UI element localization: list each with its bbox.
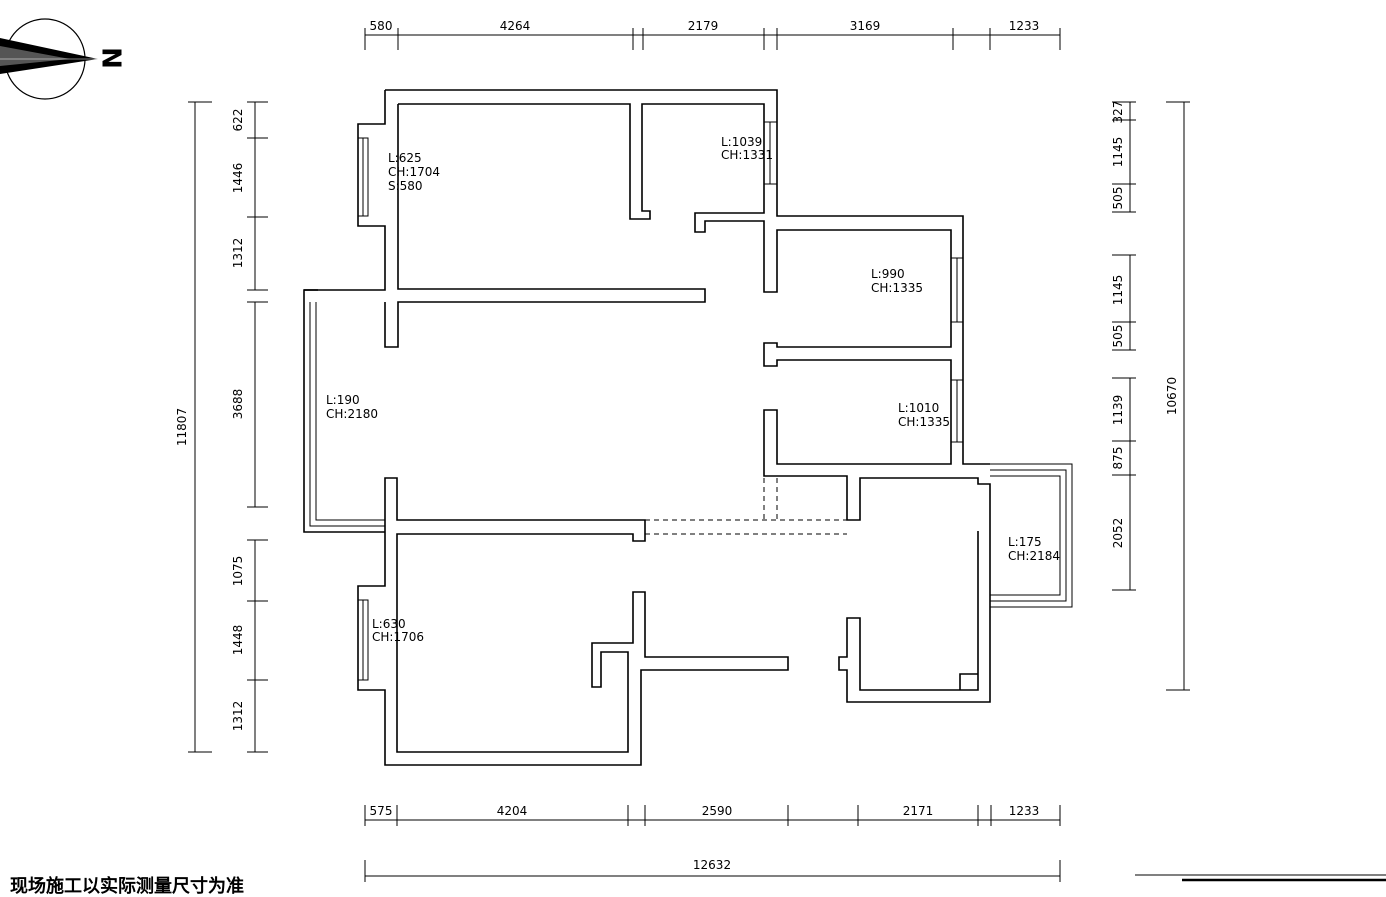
dim-top-3: 2179 — [688, 19, 719, 33]
dim-right-5: 505 — [1111, 325, 1125, 348]
north-label: N — [96, 47, 126, 69]
room-1-length: L:625 — [388, 151, 422, 165]
dim-top-4: 3169 — [850, 19, 881, 33]
north-arrow-icon: N — [0, 18, 126, 100]
dim-left-7: 1312 — [231, 701, 245, 732]
dim-left-3: 1312 — [231, 238, 245, 269]
dim-top-5: 1233 — [1009, 19, 1040, 33]
room-7-length: L:630 — [372, 617, 406, 631]
room-4-length: L:190 — [326, 393, 360, 407]
windows — [309, 121, 1073, 681]
footer-note: 现场施工以实际测量尺寸为准 — [10, 875, 244, 897]
dim-right-2: 1145 — [1111, 137, 1125, 168]
dim-left-1: 622 — [231, 109, 245, 132]
dim-right-8: 2052 — [1111, 518, 1125, 549]
dimension-lines — [188, 28, 1190, 882]
dim-total-width: 12632 — [693, 858, 731, 872]
dim-right-7: 875 — [1111, 447, 1125, 470]
dim-bottom-4: 2171 — [903, 804, 934, 818]
dim-right-4: 1145 — [1111, 275, 1125, 306]
room-5-length: L:1010 — [898, 401, 939, 415]
room-1-sill: S:580 — [388, 179, 423, 193]
dim-left-6: 1448 — [231, 625, 245, 656]
room-3-length: L:990 — [871, 267, 905, 281]
dim-right-overall: 10670 — [1165, 377, 1179, 415]
dim-right-6: 1139 — [1111, 395, 1125, 426]
room-6-length: L:175 — [1008, 535, 1042, 549]
room-2-ceiling-height: CH:1331 — [721, 148, 773, 162]
dim-right-3: 505 — [1111, 187, 1125, 210]
room-5-ceiling-height: CH:1335 — [898, 415, 950, 429]
room-7-ceiling-height: CH:1706 — [372, 630, 424, 644]
dim-left-overall: 11807 — [175, 408, 189, 446]
dim-bottom-1: 575 — [370, 804, 393, 818]
dim-bottom-2: 4204 — [497, 804, 528, 818]
dim-top-1: 580 — [370, 19, 393, 33]
dimension-labels: 580 4264 2179 3169 1233 575 4204 2590 21… — [175, 19, 1179, 872]
dim-right-1: 327 — [1111, 101, 1125, 124]
dim-left-2: 1446 — [231, 163, 245, 194]
dim-bottom-3: 2590 — [702, 804, 733, 818]
room-3-ceiling-height: CH:1335 — [871, 281, 923, 295]
room-4-ceiling-height: CH:2180 — [326, 407, 378, 421]
dim-top-2: 4264 — [500, 19, 531, 33]
dim-bottom-5: 1233 — [1009, 804, 1040, 818]
scale-bar — [1135, 874, 1386, 882]
room-labels: L:625 CH:1704 S:580 L:1039 CH:1331 L:990… — [326, 135, 1060, 644]
dim-left-5: 1075 — [231, 556, 245, 587]
room-6-ceiling-height: CH:2184 — [1008, 549, 1060, 563]
open-boundaries — [645, 478, 847, 535]
room-1-ceiling-height: CH:1704 — [388, 165, 440, 179]
walls — [303, 89, 991, 766]
dim-left-4: 3688 — [231, 389, 245, 420]
room-2-length: L:1039 — [721, 135, 762, 149]
